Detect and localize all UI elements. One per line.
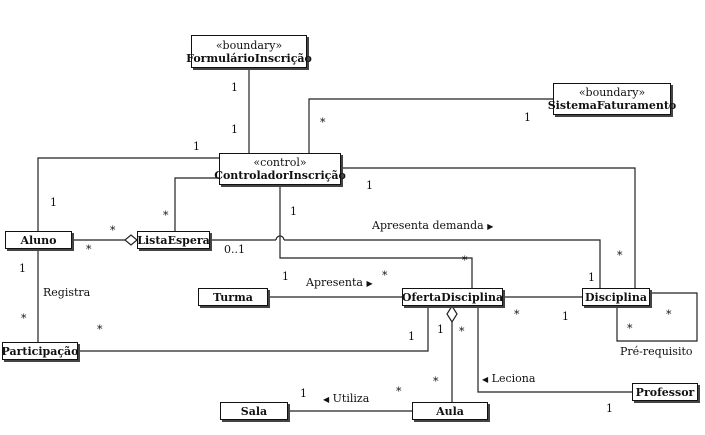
stereotype-label: «boundary» [578,86,646,99]
mult-oferta-turma-end: * [382,269,388,282]
class-name: ListaEspera [137,233,210,247]
class-aula[interactable]: Aula [412,402,488,420]
mult-controlador-faturamento-end: * [320,116,326,129]
mult-participacao-aluno-end: * [21,312,27,325]
assoc-listaespera-controlador [174,177,219,231]
assoc-listaespera-disciplina-cont [284,239,601,288]
mult-oferta-disciplina-near: * [514,308,520,321]
mult-aula-composition-end: * [433,375,439,388]
assoc-label-leciona: ◀ Leciona [482,373,535,386]
assoc-name: Pré-requisito [620,345,693,358]
class-name: Sala [240,404,268,418]
mult-professor-end: 1 [606,402,613,415]
mult-listaespera-controlador-end: * [163,209,169,222]
assoc-label-utiliza: ◀ Utiliza [323,393,369,406]
assoc-disciplina-prerequisito [616,292,698,342]
mult-aula-oferta-end: * [459,325,465,338]
class-name: FormulárioInscrição [186,51,312,65]
mult-prerequisito-end-a: * [666,308,672,321]
class-sistema-faturamento[interactable]: «boundary» SistemaFaturamento [548,83,676,115]
stereotype-label: «control» [253,156,307,169]
class-turma[interactable]: Turma [198,288,268,306]
class-name: Participação [1,344,79,358]
class-aluno[interactable]: Aluno [5,231,72,249]
assoc-controlador-disciplina [341,167,636,288]
class-name: Turma [213,290,253,304]
mult-oferta-participacao-end: 1 [408,330,415,343]
mult-prerequisito-end-b: * [627,322,633,335]
arrow-right-icon: ▶ [366,279,373,288]
mult-faturamento-end: 1 [524,111,531,124]
class-name: Disciplina [585,290,647,304]
class-lista-espera[interactable]: ListaEspera [137,231,210,249]
mult-participacao-oferta-end: * [97,323,103,336]
mult-listaespera-disciplina-end: 0..1 [224,243,245,256]
assoc-participacao-oferta [78,306,429,352]
assoc-label-registra: Registra [43,287,90,299]
class-name: Aluno [20,233,57,247]
mult-controlador-disciplina-end: 1 [366,179,373,192]
mult-turma-end: 1 [282,270,289,283]
assoc-faturamento-controlador [308,98,553,154]
class-controlador-inscricao[interactable]: «control» ControladorInscrição [214,153,346,185]
class-professor[interactable]: Professor [632,383,698,401]
class-name: OfertaDisciplina [401,290,504,304]
class-oferta-disciplina[interactable]: OfertaDisciplina [402,288,503,306]
mult-sala-end: 1 [300,387,307,400]
assoc-controlador-oferta [279,185,473,288]
composition-diamond-aula [446,304,458,324]
mult-disciplina-listaespera-end: 1 [588,271,595,284]
arrow-right-icon: ▶ [487,222,494,231]
class-name: Professor [635,385,695,399]
assoc-label-pre-requisito: Pré-requisito [620,346,693,358]
aggregation-diamond-listaespera [124,234,138,246]
class-sala[interactable]: Sala [220,402,288,420]
mult-controlador-oferta-end: 1 [290,205,297,218]
arrow-left-icon: ◀ [482,375,489,384]
mult-oferta-controlador-end: * [462,254,468,267]
mult-formulario-end: 1 [231,81,238,94]
assoc-name: Registra [43,286,91,299]
mult-controlador-aluno-end: 1 [193,140,200,153]
class-name: ControladorInscrição [214,169,346,182]
mult-aluno-listaespera-end: * [110,224,116,237]
stereotype-label: «boundary» [215,38,283,52]
mult-disciplina-controlador-end: * [617,249,623,262]
mult-controlador-formulario-end: 1 [231,123,238,136]
class-name: SistemaFaturamento [547,99,677,112]
mult-oferta-aula-end: 1 [437,323,444,336]
assoc-name: Apresenta demanda [372,219,484,232]
class-participacao[interactable]: Participação [1,342,79,360]
arrow-left-icon: ◀ [323,395,330,404]
assoc-label-apresenta: Apresenta ▶ [306,277,373,290]
class-disciplina[interactable]: Disciplina [582,288,650,306]
assoc-name: Leciona [491,372,536,385]
assoc-label-apresenta-demanda: Apresenta demanda ▶ [372,220,493,233]
mult-aluno-participacao-end: 1 [19,262,26,275]
mult-aluno-controlador-end: 1 [50,196,57,209]
class-name: Aula [436,404,464,418]
assoc-name: Apresenta [306,276,363,289]
mult-disciplina-oferta-end: 1 [562,310,569,323]
class-formulario-inscricao[interactable]: «boundary» FormulárioInscrição [186,35,312,68]
mult-aluno-listaespera-near: * [86,243,92,256]
assoc-name: Utiliza [332,392,370,405]
line-hop [275,235,285,241]
mult-aula-sala-end: * [396,385,402,398]
assoc-oferta-professor [477,306,632,393]
assoc-aluno-controlador [37,157,219,231]
